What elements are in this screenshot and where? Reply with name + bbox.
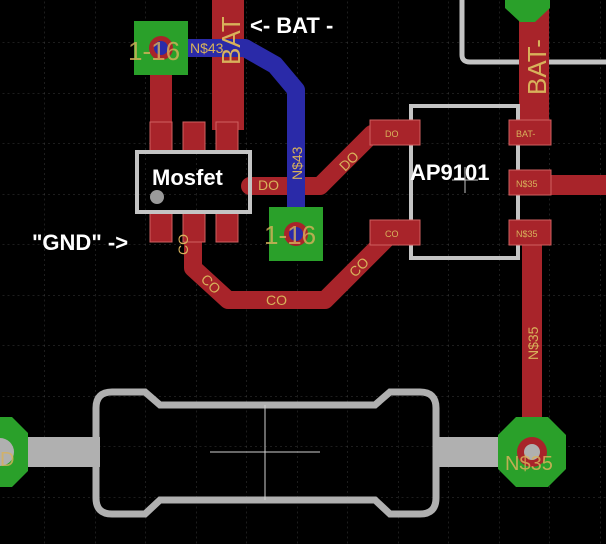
via-left-edge-hole <box>0 438 14 466</box>
ap9101-pad-do[interactable] <box>369 119 421 146</box>
via-middle-label: 1-16 <box>264 220 316 250</box>
via-n35-drill <box>524 444 540 460</box>
n43-via-label: N$43 <box>289 146 305 180</box>
via-top-left-label: 1-16 <box>128 36 180 66</box>
ap9101-pad-bat[interactable] <box>508 119 552 146</box>
bat-arrow-label: <- BAT - <box>250 13 333 38</box>
ap9101-pad-n35-1[interactable] <box>508 169 552 196</box>
trace-ap-right[interactable] <box>540 175 606 195</box>
resistor-body <box>92 388 440 518</box>
ap-bat-pad-label: BAT- <box>516 129 535 139</box>
mosfet-outline <box>135 150 252 214</box>
silkscreen-outline-topright <box>459 0 606 65</box>
trace-bat[interactable] <box>212 0 244 130</box>
mosfet-package[interactable] <box>135 121 252 243</box>
mosfet-pad-3[interactable] <box>215 121 239 153</box>
do-label-h: DO <box>258 177 279 193</box>
ap-n35-pad2-label: N$35 <box>516 229 538 239</box>
trace-n35[interactable] <box>522 230 542 450</box>
ap-do-pad-label: DO <box>385 129 399 139</box>
n43-top-label: N$43 <box>190 40 224 56</box>
n35-trace-label: N$35 <box>525 326 541 360</box>
ap-co-pad-label: CO <box>385 229 399 239</box>
co-label-left: CO <box>175 234 191 255</box>
ap-n35-pad1-label: N$35 <box>516 179 538 189</box>
ap9101-pad-co[interactable] <box>369 219 421 246</box>
mosfet-pad-1[interactable] <box>149 121 173 153</box>
n35-pad-label: N$35 <box>505 453 553 475</box>
ap9101-package[interactable] <box>369 104 552 260</box>
via-left-edge-label: D <box>0 449 14 471</box>
resistor-lead-left <box>20 437 100 467</box>
mosfet-pad-4[interactable] <box>149 211 173 243</box>
gnd-arrow-label: "GND" -> <box>32 230 128 255</box>
co-label-bottom: CO <box>266 292 287 308</box>
trace-n43[interactable] <box>172 39 305 225</box>
ap9101-label: AP9101 <box>410 160 490 185</box>
via-top-right-pad[interactable] <box>505 0 550 22</box>
trace-co[interactable] <box>184 223 399 309</box>
via-top-left[interactable] <box>134 21 188 75</box>
via-left-edge[interactable] <box>0 417 28 487</box>
mosfet-pin1-dot <box>150 190 164 204</box>
mosfet-pad-6[interactable] <box>215 211 239 243</box>
via-n35[interactable] <box>498 417 566 487</box>
via-top-right[interactable] <box>505 0 550 22</box>
via-middle[interactable] <box>269 207 323 261</box>
bat-net-label: BAT <box>216 16 246 65</box>
mosfet-pad-2[interactable] <box>182 121 206 153</box>
ap9101-pad-n35-2[interactable] <box>508 219 552 246</box>
via-middle-drill <box>289 227 303 241</box>
via-top-left-drill <box>154 41 168 55</box>
mosfet-label: Mosfet <box>152 165 224 190</box>
bat-right-net-label: BAT- <box>522 39 552 95</box>
